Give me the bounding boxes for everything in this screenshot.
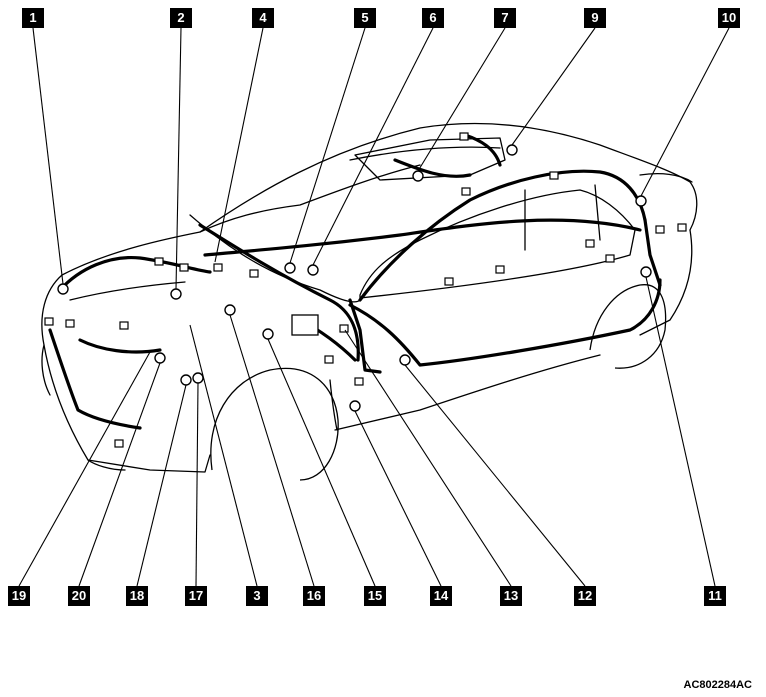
callout-1[interactable]: 1 <box>22 8 44 28</box>
callout-7[interactable]: 7 <box>494 8 516 28</box>
callout-17[interactable]: 17 <box>185 586 207 606</box>
callout-14[interactable]: 14 <box>430 586 452 606</box>
battery <box>291 314 319 336</box>
callout-11[interactable]: 11 <box>704 586 726 606</box>
figure-code: AC802284AC <box>683 679 752 691</box>
callout-13[interactable]: 13 <box>500 586 522 606</box>
callout-4[interactable]: 4 <box>252 8 274 28</box>
wiring-harness <box>48 133 662 430</box>
callout-3[interactable]: 3 <box>246 586 268 606</box>
callout-15[interactable]: 15 <box>364 586 386 606</box>
callout-10[interactable]: 10 <box>718 8 740 28</box>
callout-19[interactable]: 19 <box>8 586 30 606</box>
callout-2[interactable]: 2 <box>170 8 192 28</box>
callout-20[interactable]: 20 <box>68 586 90 606</box>
leader-lines <box>18 27 730 587</box>
connectors <box>44 132 687 448</box>
callout-18[interactable]: 18 <box>126 586 148 606</box>
wheels <box>210 284 667 481</box>
callout-6[interactable]: 6 <box>422 8 444 28</box>
car-body-outline <box>41 122 698 473</box>
front-wheel <box>210 367 339 481</box>
callout-16[interactable]: 16 <box>303 586 325 606</box>
callout-12[interactable]: 12 <box>574 586 596 606</box>
callout-5[interactable]: 5 <box>354 8 376 28</box>
rear-wheel <box>589 284 667 369</box>
callout-9[interactable]: 9 <box>584 8 606 28</box>
